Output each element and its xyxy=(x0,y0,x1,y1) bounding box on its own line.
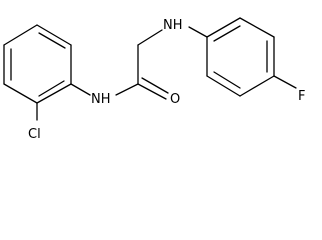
ring1-double-bond xyxy=(38,80,65,97)
ring1-bond xyxy=(36,24,72,46)
ring2-bond xyxy=(206,17,241,38)
ring-to-amide-nitrogen-bond xyxy=(70,83,91,96)
ring2-double-bond xyxy=(213,25,241,42)
ring2-bond xyxy=(239,17,275,38)
amine-to-ring-bond xyxy=(188,26,208,38)
ch2-to-amine-bond xyxy=(137,29,163,46)
fluorine-atom-label: F xyxy=(298,89,305,104)
carbonyl-double-bond xyxy=(141,77,169,94)
ring1-double-bond xyxy=(38,32,66,49)
ring2-double-bond xyxy=(213,71,241,89)
fluoro-bond xyxy=(273,75,297,89)
chlorophenyl-ring xyxy=(3,24,72,104)
carbonyl-double-bond xyxy=(137,83,167,100)
ring2-bond xyxy=(239,75,275,97)
ring2-bond xyxy=(206,75,241,97)
nitrogen-to-carbonyl-bond xyxy=(115,83,139,96)
chemical-structure: Cl NH O NH F xyxy=(3,17,305,142)
oxygen-atom-label: O xyxy=(170,92,180,107)
ring1-bond xyxy=(3,83,38,104)
chlorine-atom-label: Cl xyxy=(28,127,41,142)
ring1-bond xyxy=(36,83,72,104)
amide-nh-label: NH xyxy=(91,92,111,107)
fluorophenyl-ring xyxy=(206,17,275,97)
ring1-bond xyxy=(3,24,38,46)
amine-nh-label: NH xyxy=(163,18,183,33)
